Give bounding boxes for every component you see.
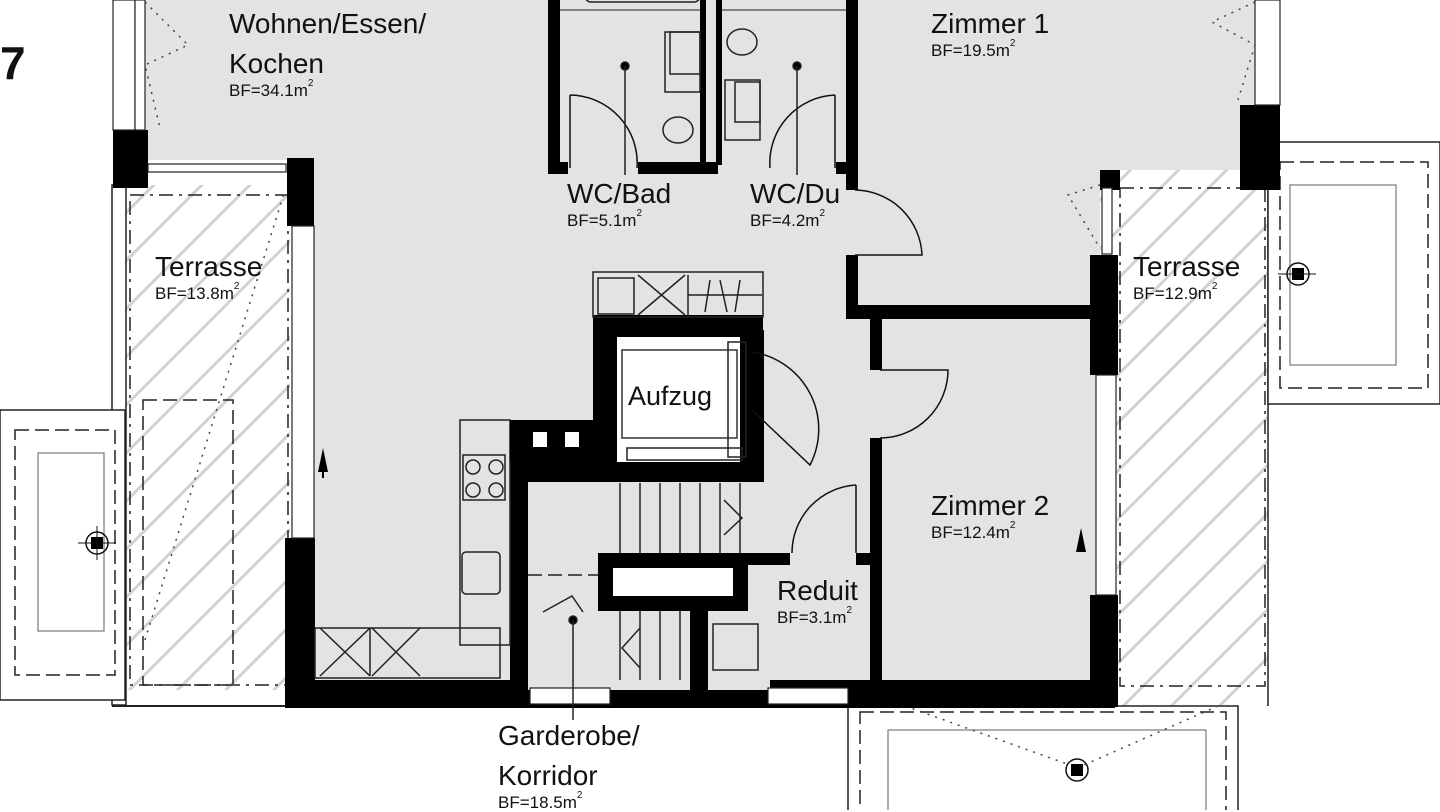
room-area: BF=5.1m2 (567, 208, 643, 230)
room-name-line2: Korridor (498, 760, 598, 791)
arrow-icons (318, 448, 1086, 552)
planter-right (1267, 141, 1440, 405)
room-label-wc-bad: WC/Bad BF=5.1m2 (567, 178, 672, 230)
room-label-reduit: Reduit BF=3.1m2 (777, 575, 858, 627)
unit-number: 7 (0, 37, 26, 89)
room-name: Terrasse (1133, 251, 1241, 282)
terrace-right (1100, 170, 1269, 706)
room-label-zimmer1: Zimmer 1 BF=19.5m2 (931, 8, 1050, 60)
room-name: Zimmer 2 (931, 490, 1050, 521)
room-label-zimmer2: Zimmer 2 BF=12.4m2 (931, 490, 1050, 542)
room-name: Zimmer 1 (931, 8, 1050, 39)
room-area: BF=13.8m2 (155, 281, 240, 303)
bathroom-fixtures (560, 0, 846, 175)
room-area: BF=34.1m2 (229, 78, 314, 100)
room-area: BF=19.5m2 (931, 38, 1016, 60)
room-label-wohnen: Wohnen/Essen/ Kochen BF=34.1m2 (229, 8, 427, 100)
room-name: Terrasse (155, 251, 263, 282)
room-label-terrasse-left: Terrasse BF=13.8m2 (155, 251, 263, 303)
elevator-label: Aufzug (628, 381, 713, 411)
window-swing-lines (144, 1, 1256, 246)
room-label-wc-du: WC/Du BF=4.2m2 (750, 178, 841, 230)
room-name-line2: Kochen (229, 48, 324, 79)
room-name: Wohnen/Essen/ (229, 8, 427, 39)
room-label-garderobe: Garderobe/ Korridor BF=18.5m2 (498, 720, 640, 812)
planter-left (0, 409, 126, 701)
room-name: Garderobe/ (498, 720, 640, 751)
room-name: Reduit (777, 575, 858, 606)
stairs (528, 483, 744, 720)
room-name: WC/Bad (567, 178, 672, 209)
room-label-terrasse-right: Terrasse BF=12.9m2 (1133, 251, 1241, 303)
terrace-left (111, 184, 300, 707)
windows (112, 0, 1281, 705)
planter-bottom (847, 705, 1239, 810)
room-area: BF=4.2m2 (750, 208, 826, 230)
kitchen-counter (314, 419, 511, 679)
room-area: BF=12.9m2 (1133, 281, 1218, 303)
doors (569, 94, 949, 554)
room-name: WC/Du (750, 178, 841, 209)
reduit-unit (712, 623, 759, 671)
room-area: BF=12.4m2 (931, 520, 1016, 542)
shafts (510, 271, 764, 462)
elevator-cab (617, 337, 747, 462)
walls (113, 0, 1280, 708)
room-area: BF=18.5m2 (498, 790, 583, 812)
room-area: BF=3.1m2 (777, 605, 853, 627)
